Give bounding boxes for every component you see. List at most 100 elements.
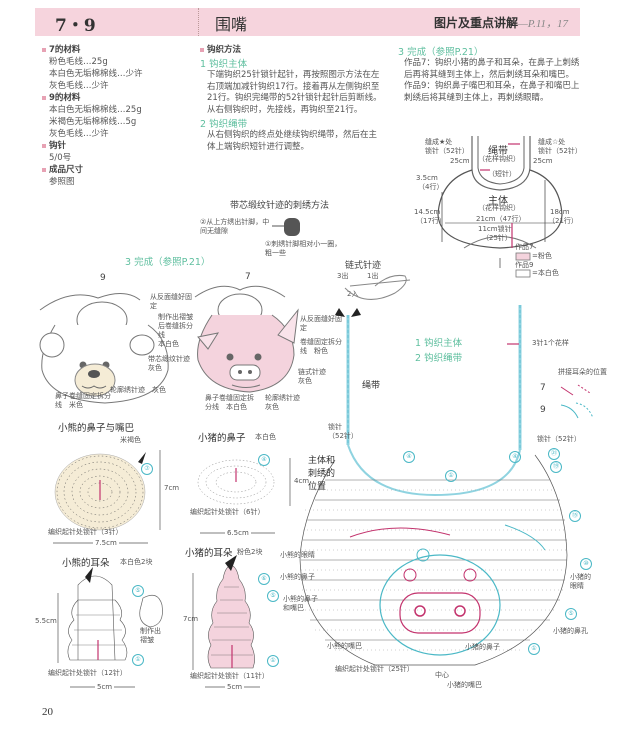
- pig-ear-row-5: ⑤: [267, 590, 279, 602]
- row-15: ⑮: [569, 510, 581, 522]
- reference-link[interactable]: 图片及重点讲解—P.11，17: [433, 16, 568, 30]
- main-crochet-chart: 1 钩织主体 2 钩织绳带 绳带 3针1个花样 拼接耳朵的位置 7 9 锁针 （…: [275, 305, 620, 690]
- pig-label-chain: 链式针迹 灰色: [298, 368, 326, 385]
- pig-nose-row: ④: [258, 454, 270, 466]
- materials-9-title: 9的材料: [42, 92, 192, 104]
- pig-label-ear: 卷缝固定拆分线 粉色: [300, 338, 342, 355]
- bear-ear-chart-icon: [57, 567, 163, 688]
- height-left-rows: （17行）: [416, 217, 446, 225]
- finish-figure-title: 3 完成（参照P.21）: [125, 257, 211, 268]
- bear-ear-color: 本白色2块: [120, 558, 153, 566]
- width-label: 21cm（47行）: [476, 215, 526, 223]
- pig-label-nose: 鼻子卷缝固定拆分线 本白色: [205, 394, 254, 411]
- pig-ear-row-1: ①: [267, 655, 279, 667]
- chain-left-label: 锁针 （52针）: [328, 423, 358, 440]
- bear-nose-start: 编织起针处锁针（3针）: [48, 528, 123, 536]
- legend-7-value: =粉色: [532, 252, 552, 260]
- finish-text-9: 作品9：钩织鼻子嘴巴和耳朵，在鼻子和嘴巴上刺绣后将其缝到主体上，再刺绣眼睛。: [404, 81, 580, 103]
- pattern-number: 7・9: [55, 16, 96, 36]
- height-right: 18cm: [550, 208, 570, 216]
- pig-ear-title: 小猪的耳朵: [185, 548, 233, 559]
- bear-nose-height: 7cm: [164, 484, 180, 492]
- legend-9-label: 作品9: [515, 261, 534, 269]
- height-left: 14.5cm: [414, 208, 441, 216]
- finish-text-7: 作品7：钩织小猪的鼻子和耳朵，在鼻子上刺绣后再将其缝到主体上，然后刺绣耳朵和嘴巴…: [404, 58, 580, 80]
- pig-ear-color: 粉色2块: [237, 548, 263, 556]
- materials-9-item: 米褐色无垢棉棉线…5g: [49, 117, 137, 127]
- finish-section: 3 完成（参照P.21） 作品7：钩织小猪的鼻子和耳朵，在鼻子上刺绣后再将其缝到…: [398, 44, 586, 104]
- neck-label: （短针）: [488, 170, 516, 178]
- body-embroidery-label: 主体和 刺绣的 位置: [308, 456, 336, 492]
- ear-position-title: 拼接耳朵的位置: [558, 368, 607, 376]
- chart-step1: 1 钩织主体: [415, 338, 463, 349]
- materials-7-item: 粉色毛线…25g: [49, 57, 108, 67]
- method-title: 钩织方法: [200, 45, 241, 55]
- bear-mouth-label: 小熊的嘴巴: [327, 642, 362, 650]
- pig-nostril-label: 小猪的鼻孔: [553, 627, 588, 635]
- pig-ear-row-6: ⑥: [258, 573, 270, 585]
- repeat-note: 3针1个花样: [532, 339, 569, 347]
- row-4-left: ④: [403, 451, 415, 463]
- row-21: ㉑: [548, 448, 560, 460]
- row-4-right: ④: [509, 451, 521, 463]
- bear-ear-note: 制作出 褶皱: [140, 627, 161, 644]
- pig-ear-chart-icon: [192, 555, 260, 688]
- pig-ear-height: 7cm: [183, 615, 199, 623]
- materials-9-item: 本白色无垢棉棉线…25g: [49, 105, 142, 115]
- bib-outline-icon: [437, 136, 563, 278]
- start-chain-label: 编织起针处锁针（25针）: [335, 665, 414, 673]
- bear-bib-drawing-icon: [39, 293, 169, 404]
- row-19: ⑲: [550, 461, 562, 473]
- pig-bib-illustration: 7: [190, 272, 300, 405]
- crochet-chart-icon: [299, 305, 568, 666]
- ear-7-label: 7: [540, 383, 546, 393]
- pig-number: 7: [245, 272, 251, 282]
- center-label: 中心: [435, 671, 449, 679]
- pig-nose-width: 6.5cm: [225, 529, 251, 538]
- materials-7-item: 灰色毛线…少许: [49, 81, 109, 91]
- bear-nose-mouth-label: 小熊的鼻子 和嘴巴: [283, 595, 318, 612]
- pig-nose-title: 小猪的鼻子: [198, 433, 246, 444]
- bear-nose-row: ⑦: [141, 463, 153, 475]
- bear-eye-label: 小熊的眼睛: [280, 551, 315, 559]
- bear-number: 9: [100, 273, 106, 283]
- row-1-bottom: ①: [528, 643, 540, 655]
- chain-stitch-diagram: 链式针迹 3出 1出 2入: [337, 258, 425, 308]
- chain-right-label: 锁针（52针）: [537, 435, 581, 443]
- bear-ear-row-5: ⑤: [132, 585, 144, 597]
- bear-label-sew: 从反面缝好固定: [150, 293, 192, 310]
- height-top-rows: （4行）: [418, 183, 444, 191]
- pig-ear-chart: 小猪的耳朵 粉色2块 ⑥ ⑤ ① 7cm 编织起针处锁针（11针） 5cm: [183, 545, 285, 692]
- row-5: ⑤: [565, 608, 577, 620]
- row-10: ⑩: [580, 558, 592, 570]
- bear-label-outline: 轮廓绣针迹 灰色: [110, 386, 166, 394]
- chart-step2: 2 钩织绳带: [415, 353, 463, 364]
- header-divider: [198, 8, 199, 36]
- body-pattern-label: （花样钩织）: [478, 204, 520, 212]
- bear-nose-width: 7.5cm: [93, 539, 119, 548]
- step1-title: 1 钩织主体: [200, 59, 248, 70]
- materials-9-item: 灰色毛线…少许: [49, 129, 109, 139]
- tie-label: 绳带: [488, 146, 508, 157]
- page-number: 20: [42, 706, 53, 718]
- method-section: 钩织方法 1 钩织主体 下端钩织25针锁针起针，再按照图示方法在左右顶端加减针钩…: [200, 44, 382, 153]
- bear-ear-row-1: ①: [132, 654, 144, 666]
- chart-tie-label: 绳带: [362, 381, 381, 391]
- bear-nose-label: 小熊的鼻子: [280, 573, 315, 581]
- body-label: 主体: [488, 196, 508, 207]
- page-header: 7・9 围嘴 图片及重点讲解—P.11，17: [35, 8, 580, 36]
- materials-7-title: 7的材料: [42, 44, 192, 56]
- bib-schematic: 缝成★处 锁针（52针） 缝成☆处 锁针（52针） 绳带 （花样钩织） 25cm…: [400, 130, 600, 280]
- pig-nose-start: 编织起针处锁针（6针）: [190, 508, 265, 516]
- pig-nose-color: 本白色: [255, 433, 276, 441]
- right-tie-label: 缝成☆处 锁针（52针）: [538, 138, 582, 155]
- bear-nose-chart: 小熊的鼻子与嘴巴 米褐色 ⑦ 7cm 编织起针处锁针（3针） 7.5cm: [38, 420, 183, 548]
- pig-mouth-label: 小猪的嘴巴: [447, 681, 482, 689]
- left-tie-label: 缝成★处 锁针（52针）: [425, 138, 469, 155]
- bear-ear-width: 5cm: [95, 683, 115, 692]
- bear-ear-title: 小熊的耳朵: [62, 558, 110, 569]
- bear-ear-height: 5.5cm: [35, 617, 57, 625]
- chain-stitch-title: 链式针迹: [345, 261, 382, 271]
- pig-nose-height: 4cm: [294, 477, 310, 485]
- bear-ear-start: 编织起针处锁针（12针）: [48, 669, 127, 677]
